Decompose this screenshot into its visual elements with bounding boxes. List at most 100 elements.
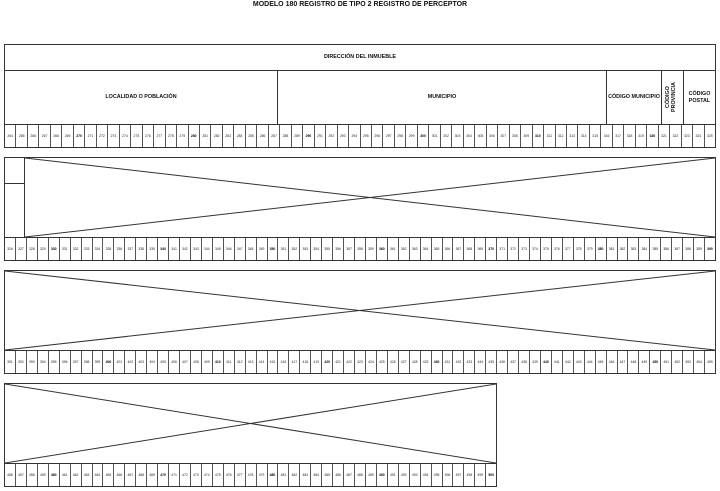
position-cell: 454 xyxy=(693,351,704,373)
position-cell: 404 xyxy=(146,351,157,373)
position-cell: 275 xyxy=(130,125,141,147)
position-cell: 426 xyxy=(386,351,398,373)
position-cell: 306 xyxy=(485,125,497,147)
block-1: DIRECCIÓN DEL INMUEBLE LOCALIDAD O POBLA… xyxy=(4,44,716,148)
position-cell: 455 xyxy=(704,351,715,373)
position-cell: 452 xyxy=(671,351,682,373)
position-cell: 285 xyxy=(244,125,256,147)
position-cell: 315 xyxy=(588,125,600,147)
position-cell: 279 xyxy=(176,125,187,147)
position-cell: 360 xyxy=(375,238,387,260)
position-cell: 348 xyxy=(244,238,256,260)
position-cell: 467 xyxy=(124,464,135,486)
position-cell: 390 xyxy=(704,238,715,260)
position-cell: 272 xyxy=(95,125,107,147)
position-cell: 463 xyxy=(80,464,92,486)
position-cell: 450 xyxy=(649,351,660,373)
position-cell: 408 xyxy=(189,351,201,373)
position-cell: 302 xyxy=(439,125,451,147)
position-cell: 447 xyxy=(616,351,628,373)
position-cell: 497 xyxy=(452,464,463,486)
position-cell: 394 xyxy=(36,351,48,373)
position-cell: 313 xyxy=(565,125,577,147)
position-cell: 378 xyxy=(572,238,584,260)
position-cell: 311 xyxy=(543,125,554,147)
position-cell: 488 xyxy=(354,464,365,486)
position-cell: 295 xyxy=(359,125,371,147)
position-cell: 265 xyxy=(15,125,26,147)
position-cell: 399 xyxy=(91,351,103,373)
position-cell: 470 xyxy=(157,464,168,486)
position-cell: 478 xyxy=(244,464,256,486)
empty-area-cross xyxy=(25,158,715,237)
position-cell: 273 xyxy=(107,125,118,147)
position-cell: 403 xyxy=(135,351,146,373)
position-cell: 288 xyxy=(279,125,290,147)
position-cell: 433 xyxy=(463,351,474,373)
position-cell: 350 xyxy=(266,238,278,260)
position-cell: 469 xyxy=(146,464,157,486)
page-title: MODELO 180 REGISTRO DE TIPO 2 REGISTRO D… xyxy=(252,1,468,8)
position-cell: 317 xyxy=(611,125,623,147)
position-cell: 361 xyxy=(386,238,398,260)
position-cell: 300 xyxy=(416,125,428,147)
position-cell: 333 xyxy=(80,238,92,260)
position-cell: 331 xyxy=(58,238,70,260)
position-cell: 357 xyxy=(343,238,354,260)
position-cell: 286 xyxy=(256,125,267,147)
municipio-header: MUNICIPIO xyxy=(278,71,607,124)
position-cell: 395 xyxy=(47,351,59,373)
position-cell: 362 xyxy=(397,238,409,260)
position-cell: 387 xyxy=(671,238,682,260)
position-cell: 381 xyxy=(605,238,617,260)
position-cell: 495 xyxy=(430,464,442,486)
position-cell: 351 xyxy=(277,238,288,260)
position-cell: 423 xyxy=(354,351,365,373)
position-cell: 428 xyxy=(408,351,420,373)
position-cell: 377 xyxy=(561,238,573,260)
position-cell: 471 xyxy=(168,464,179,486)
position-cell: 461 xyxy=(58,464,70,486)
position-cell: 416 xyxy=(277,351,288,373)
position-cell: 412 xyxy=(233,351,245,373)
position-cell: 354 xyxy=(310,238,321,260)
direccion-inmueble-header: DIRECCIÓN DEL INMUEBLE xyxy=(5,45,715,71)
position-cell: 493 xyxy=(408,464,420,486)
position-cell: 334 xyxy=(91,238,103,260)
position-cell: 369 xyxy=(474,238,485,260)
position-cell: 291 xyxy=(313,125,325,147)
position-cell: 370 xyxy=(485,238,496,260)
position-cell: 484 xyxy=(310,464,321,486)
position-cell: 314 xyxy=(577,125,588,147)
position-cell: 451 xyxy=(660,351,671,373)
position-cell: 491 xyxy=(386,464,398,486)
position-cell: 320 xyxy=(646,125,657,147)
position-cell: 474 xyxy=(200,464,212,486)
position-cell: 282 xyxy=(210,125,221,147)
position-cell: 372 xyxy=(507,238,518,260)
position-cell: 432 xyxy=(452,351,463,373)
position-cell: 397 xyxy=(69,351,81,373)
position-cell: 280 xyxy=(187,125,199,147)
position-cell: 373 xyxy=(518,238,529,260)
position-cell: 319 xyxy=(634,125,646,147)
position-cell: 379 xyxy=(583,238,595,260)
position-cell: 343 xyxy=(189,238,201,260)
position-cell: 409 xyxy=(200,351,212,373)
position-cell: 431 xyxy=(441,351,453,373)
position-cell: 292 xyxy=(325,125,336,147)
position-cell: 465 xyxy=(102,464,113,486)
position-cell: 268 xyxy=(49,125,61,147)
position-cell: 458 xyxy=(25,464,37,486)
position-cell: 287 xyxy=(267,125,279,147)
position-cell: 266 xyxy=(26,125,38,147)
position-cell: 304 xyxy=(462,125,474,147)
position-cell: 340 xyxy=(157,238,168,260)
position-cell: 456 xyxy=(7,473,13,477)
position-cell: 321 xyxy=(657,125,669,147)
position-cell: 449 xyxy=(638,351,649,373)
position-cell: 380 xyxy=(594,238,606,260)
position-cell: 437 xyxy=(507,351,518,373)
